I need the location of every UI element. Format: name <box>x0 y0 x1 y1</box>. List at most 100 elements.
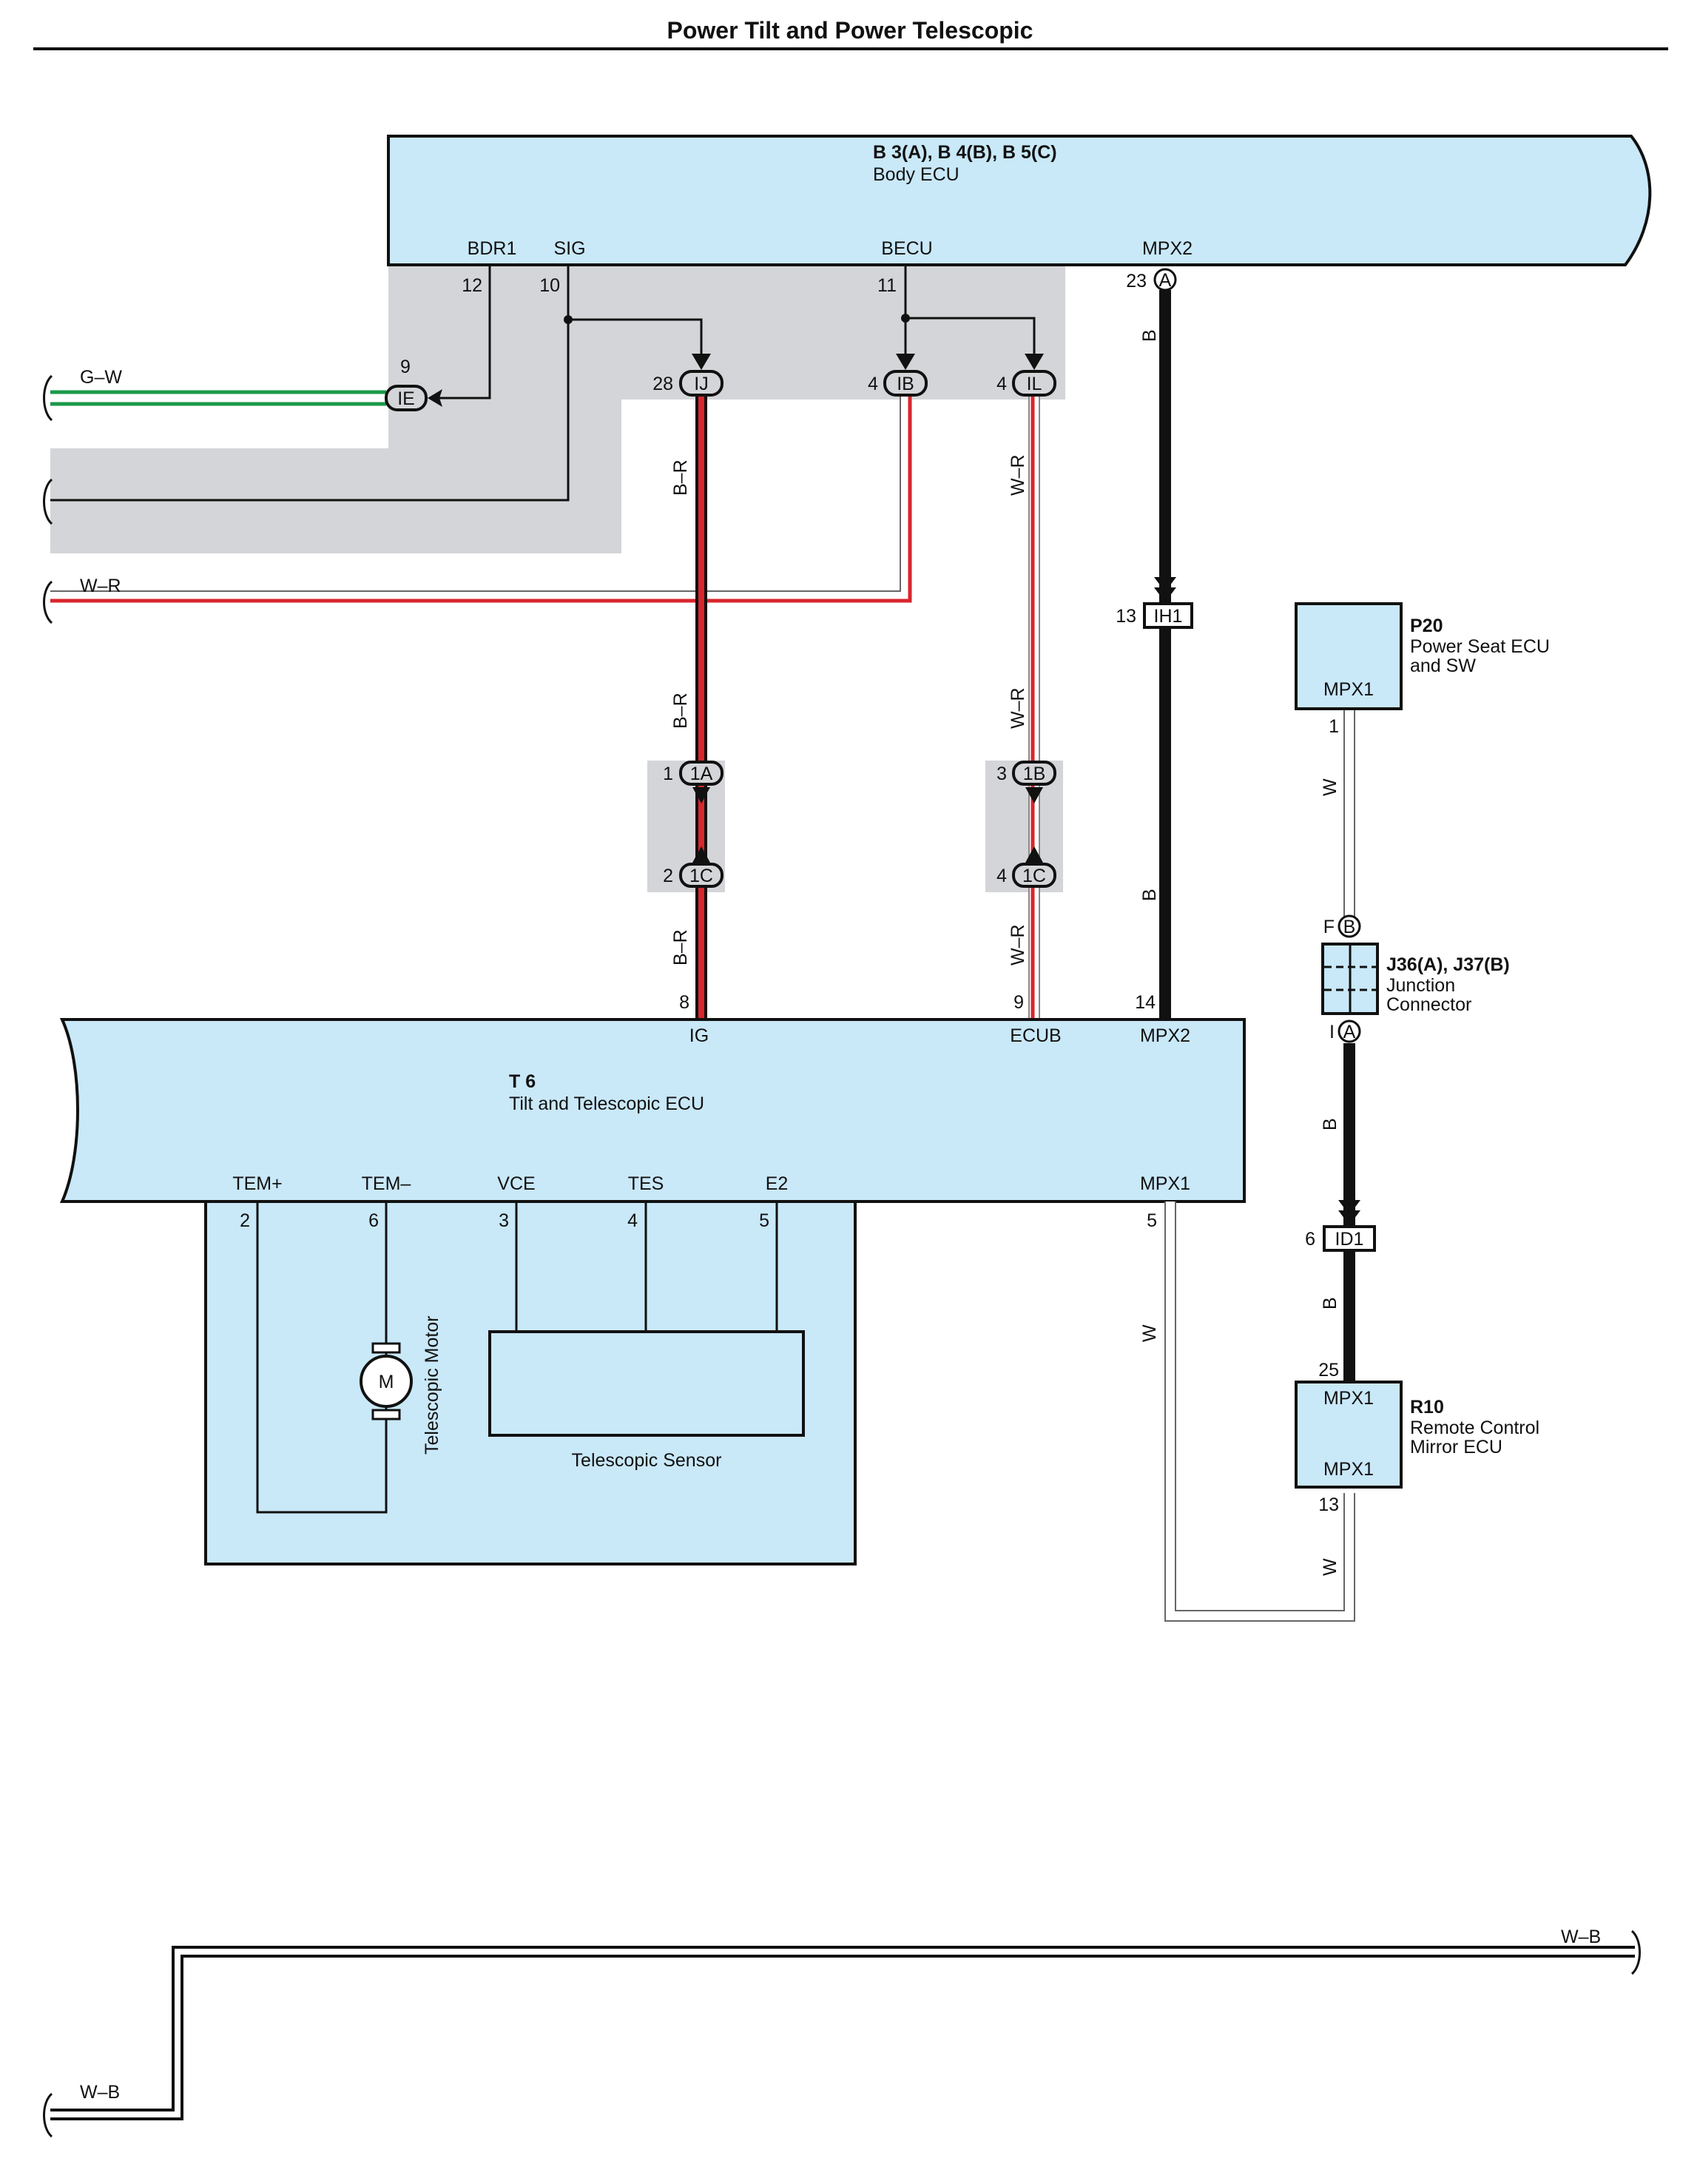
junction-bottom-connector <box>1338 1019 1361 1043</box>
t6-pin-ecub: 9 <box>1013 992 1024 1013</box>
t6-pin-mpx1: 5 <box>1147 1210 1157 1231</box>
chevron-id1-2 <box>1338 1210 1360 1225</box>
break-mark-gw <box>43 374 53 422</box>
r10-name-line1: Remote Control <box>1410 1418 1539 1438</box>
connector-1b-pin: 3 <box>996 764 1007 784</box>
connector-1c-left <box>679 863 723 888</box>
t6-ecu-box <box>59 1018 1246 1203</box>
t6-code: T 6 <box>509 1071 536 1092</box>
connector-a-body <box>1153 268 1177 291</box>
p20-name-line2: and SW <box>1410 655 1476 676</box>
body-ecu-terminal-bdr1: BDR1 <box>468 238 517 259</box>
wire-wr-base <box>50 395 910 601</box>
wire-label-wr-2: W–R <box>1008 687 1028 729</box>
connector-1c-left-code: 1C <box>689 866 713 886</box>
pin-becu: 11 <box>877 275 897 296</box>
r10-terminal-bottom: MPX1 <box>1323 1459 1374 1480</box>
t6-pin-mpx2: 14 <box>1135 992 1156 1013</box>
wire-label-b-4: B <box>1320 1297 1340 1310</box>
wire-label-b-2: B <box>1139 889 1160 901</box>
wire-wr-stripe <box>50 395 912 603</box>
motor-symbol: M <box>379 1372 394 1392</box>
junction-name-line1: Junction <box>1386 975 1455 996</box>
connector-1c-right-code: 1C <box>1022 866 1046 886</box>
chevron-id1-1 <box>1338 1200 1360 1215</box>
wire-sig-to-ij <box>568 318 703 355</box>
body-ecu-terminal-sig: SIG <box>553 238 585 259</box>
p20-ecu-box <box>1295 602 1403 710</box>
arrow-1b-down <box>1025 787 1043 803</box>
junction-top-letter: B <box>1343 917 1356 937</box>
connector-ij <box>679 370 723 397</box>
r10-name-line2: Mirror ECU <box>1410 1437 1502 1457</box>
wire-wb-base <box>50 1949 1635 2117</box>
wire-label-gw: G–W <box>80 367 122 388</box>
connector-il-pin: 4 <box>996 374 1007 394</box>
wire-label-wr-3: W–R <box>1008 924 1028 965</box>
connector-ih1-code: IH1 <box>1154 606 1183 627</box>
r10-code: R10 <box>1410 1397 1444 1418</box>
arrow-il <box>1025 354 1044 370</box>
junction-top-pin: F <box>1323 917 1335 937</box>
t6-terminal-ecub: ECUB <box>1010 1025 1061 1046</box>
motor-brush-bottom <box>371 1409 401 1420</box>
t6-terminal-tem-plus: TEM+ <box>232 1173 282 1194</box>
connector-ie <box>385 385 428 411</box>
r10-terminal-top: MPX1 <box>1323 1388 1374 1409</box>
arrow-ie <box>428 389 442 407</box>
wire-bdr1 <box>439 266 491 400</box>
wire-sig <box>50 266 570 502</box>
body-ecu-terminal-becu: BECU <box>881 238 932 259</box>
break-mark-wb-left <box>43 2092 53 2138</box>
p20-terminal: MPX1 <box>1323 679 1374 700</box>
t6-pin-tem-plus: 2 <box>240 1210 250 1231</box>
wire-becu-to-il <box>905 317 1036 355</box>
splice-shaded-area <box>50 266 1065 553</box>
p20-pin: 1 <box>1329 716 1339 737</box>
pin-bdr1: 12 <box>462 275 482 296</box>
junction-name-line2: Connector <box>1386 994 1471 1015</box>
t6-terminal-tes: TES <box>628 1173 664 1194</box>
pin-mpx2-body: 23 <box>1126 271 1147 291</box>
junction-top-connector <box>1338 914 1361 938</box>
t6-terminal-e2: E2 <box>766 1173 789 1194</box>
wire-label-wb-left: W–B <box>80 2082 120 2103</box>
connector-ib-pin: 4 <box>868 374 878 394</box>
connector-il-code: IL <box>1027 374 1042 394</box>
t6-name: Tilt and Telescopic ECU <box>509 1093 704 1114</box>
junction-code: J36(A), J37(B) <box>1386 954 1510 975</box>
connector-1a-pin: 1 <box>663 764 673 784</box>
connector-a-body-letter: A <box>1159 270 1172 291</box>
wire-w-mpx1-base <box>1166 1201 1354 1620</box>
p20-name-line1: Power Seat ECU <box>1410 636 1550 657</box>
connector-ij-pin: 28 <box>652 374 673 394</box>
break-mark-sig <box>43 478 53 525</box>
t6-terminal-mpx2: MPX2 <box>1140 1025 1190 1046</box>
connector-id1-pin: 6 <box>1305 1229 1315 1250</box>
arrow-ib <box>896 354 915 370</box>
wire-label-w-1: W <box>1139 1324 1160 1342</box>
connector-id1-code: ID1 <box>1335 1229 1364 1250</box>
wire-label-w-2: W <box>1320 1558 1340 1576</box>
motor-brush-top <box>371 1342 401 1354</box>
t6-terminal-tem-minus: TEM– <box>362 1173 411 1194</box>
connector-1b <box>1012 761 1056 786</box>
body-ecu-box <box>387 135 1652 266</box>
t6-pin-vce: 3 <box>499 1210 509 1231</box>
arrow-ij <box>692 354 711 370</box>
r10-pin-bottom: 13 <box>1318 1494 1339 1515</box>
connector-ij-code: IJ <box>694 374 708 394</box>
junction-bottom-letter: A <box>1343 1022 1356 1042</box>
t6-pin-ig: 8 <box>679 992 689 1013</box>
break-mark-wb-right <box>1630 1929 1641 1975</box>
connector-1c-right <box>1012 863 1056 888</box>
connector-ie-code: IE <box>397 388 415 409</box>
wire-label-br-2: B–R <box>670 692 691 729</box>
connector-id1 <box>1323 1225 1376 1252</box>
connector-ie-pin: 9 <box>400 357 411 377</box>
connector-1c-right-pin: 4 <box>996 866 1007 886</box>
t6-terminal-vce: VCE <box>497 1173 535 1194</box>
r10-pin-top: 25 <box>1318 1360 1339 1381</box>
sensor-label: Telescopic Sensor <box>572 1450 722 1471</box>
connector-ih1-pin: 13 <box>1116 606 1136 627</box>
